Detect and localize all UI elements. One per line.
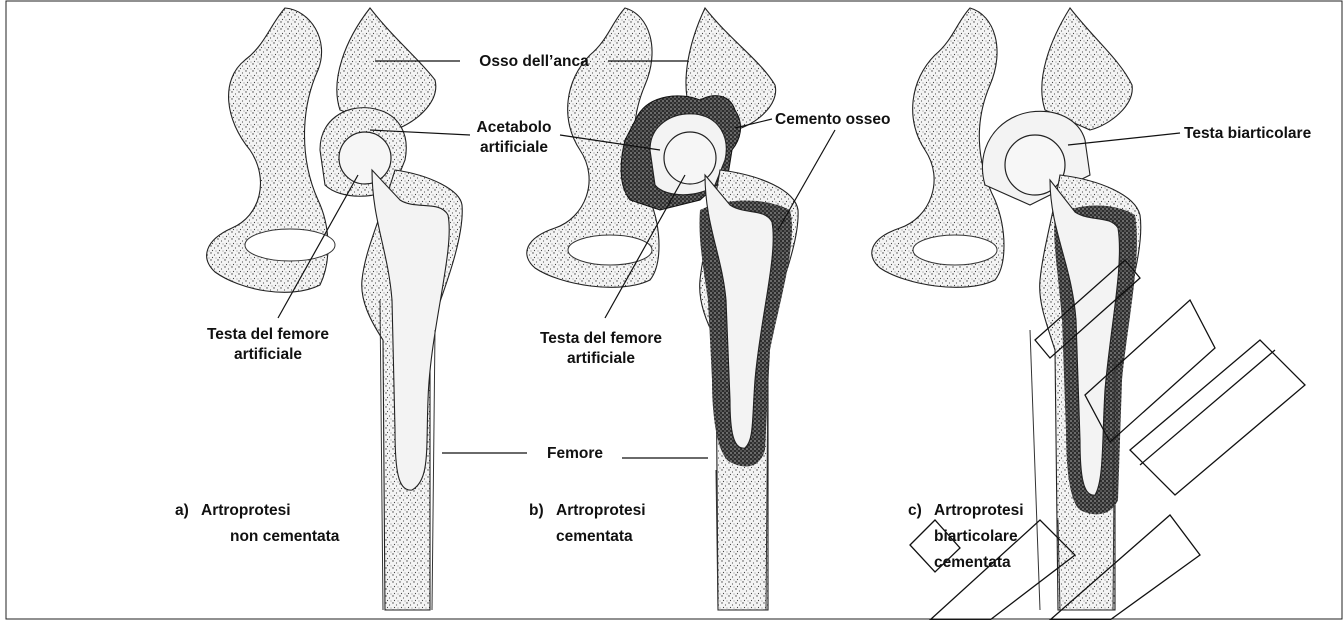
caption-b-line1: Artroprotesi (556, 502, 646, 519)
panel-a-illustration (207, 8, 463, 610)
caption-b-line2: cementata (556, 528, 633, 545)
caption-c-line3: cementata (934, 554, 1011, 571)
panel-c-illustration (872, 8, 1141, 610)
label-acetabulum-line1: Acetabolo (477, 119, 552, 136)
label-femoral-head-b-line2: artificiale (567, 350, 635, 367)
label-bipolar-head: Testa biarticolare (1184, 125, 1312, 142)
caption-c-line1: Artroprotesi (934, 502, 1024, 519)
caption-a-line2: non cementata (230, 528, 340, 545)
label-acetabulum-line2: artificiale (480, 139, 548, 156)
label-femur: Femore (547, 445, 603, 462)
label-bone-cement: Cemento osseo (775, 111, 890, 128)
diagram-frame (6, 1, 1342, 619)
caption-b-letter: b) (529, 502, 544, 519)
caption-a-line1: Artroprotesi (201, 502, 291, 519)
panel-b-illustration (527, 8, 798, 610)
label-femoral-head-a-line2: artificiale (234, 346, 302, 363)
caption-c-line2: biarticolare (934, 528, 1018, 545)
caption-c-letter: c) (908, 502, 922, 519)
label-hip-bone: Osso dell’anca (479, 53, 589, 70)
label-femoral-head-b-line1: Testa del femore (540, 330, 662, 347)
panel-c-upper-ilium (1042, 8, 1132, 130)
caption-a-letter: a) (175, 502, 189, 519)
label-femoral-head-a-line1: Testa del femore (207, 326, 329, 343)
